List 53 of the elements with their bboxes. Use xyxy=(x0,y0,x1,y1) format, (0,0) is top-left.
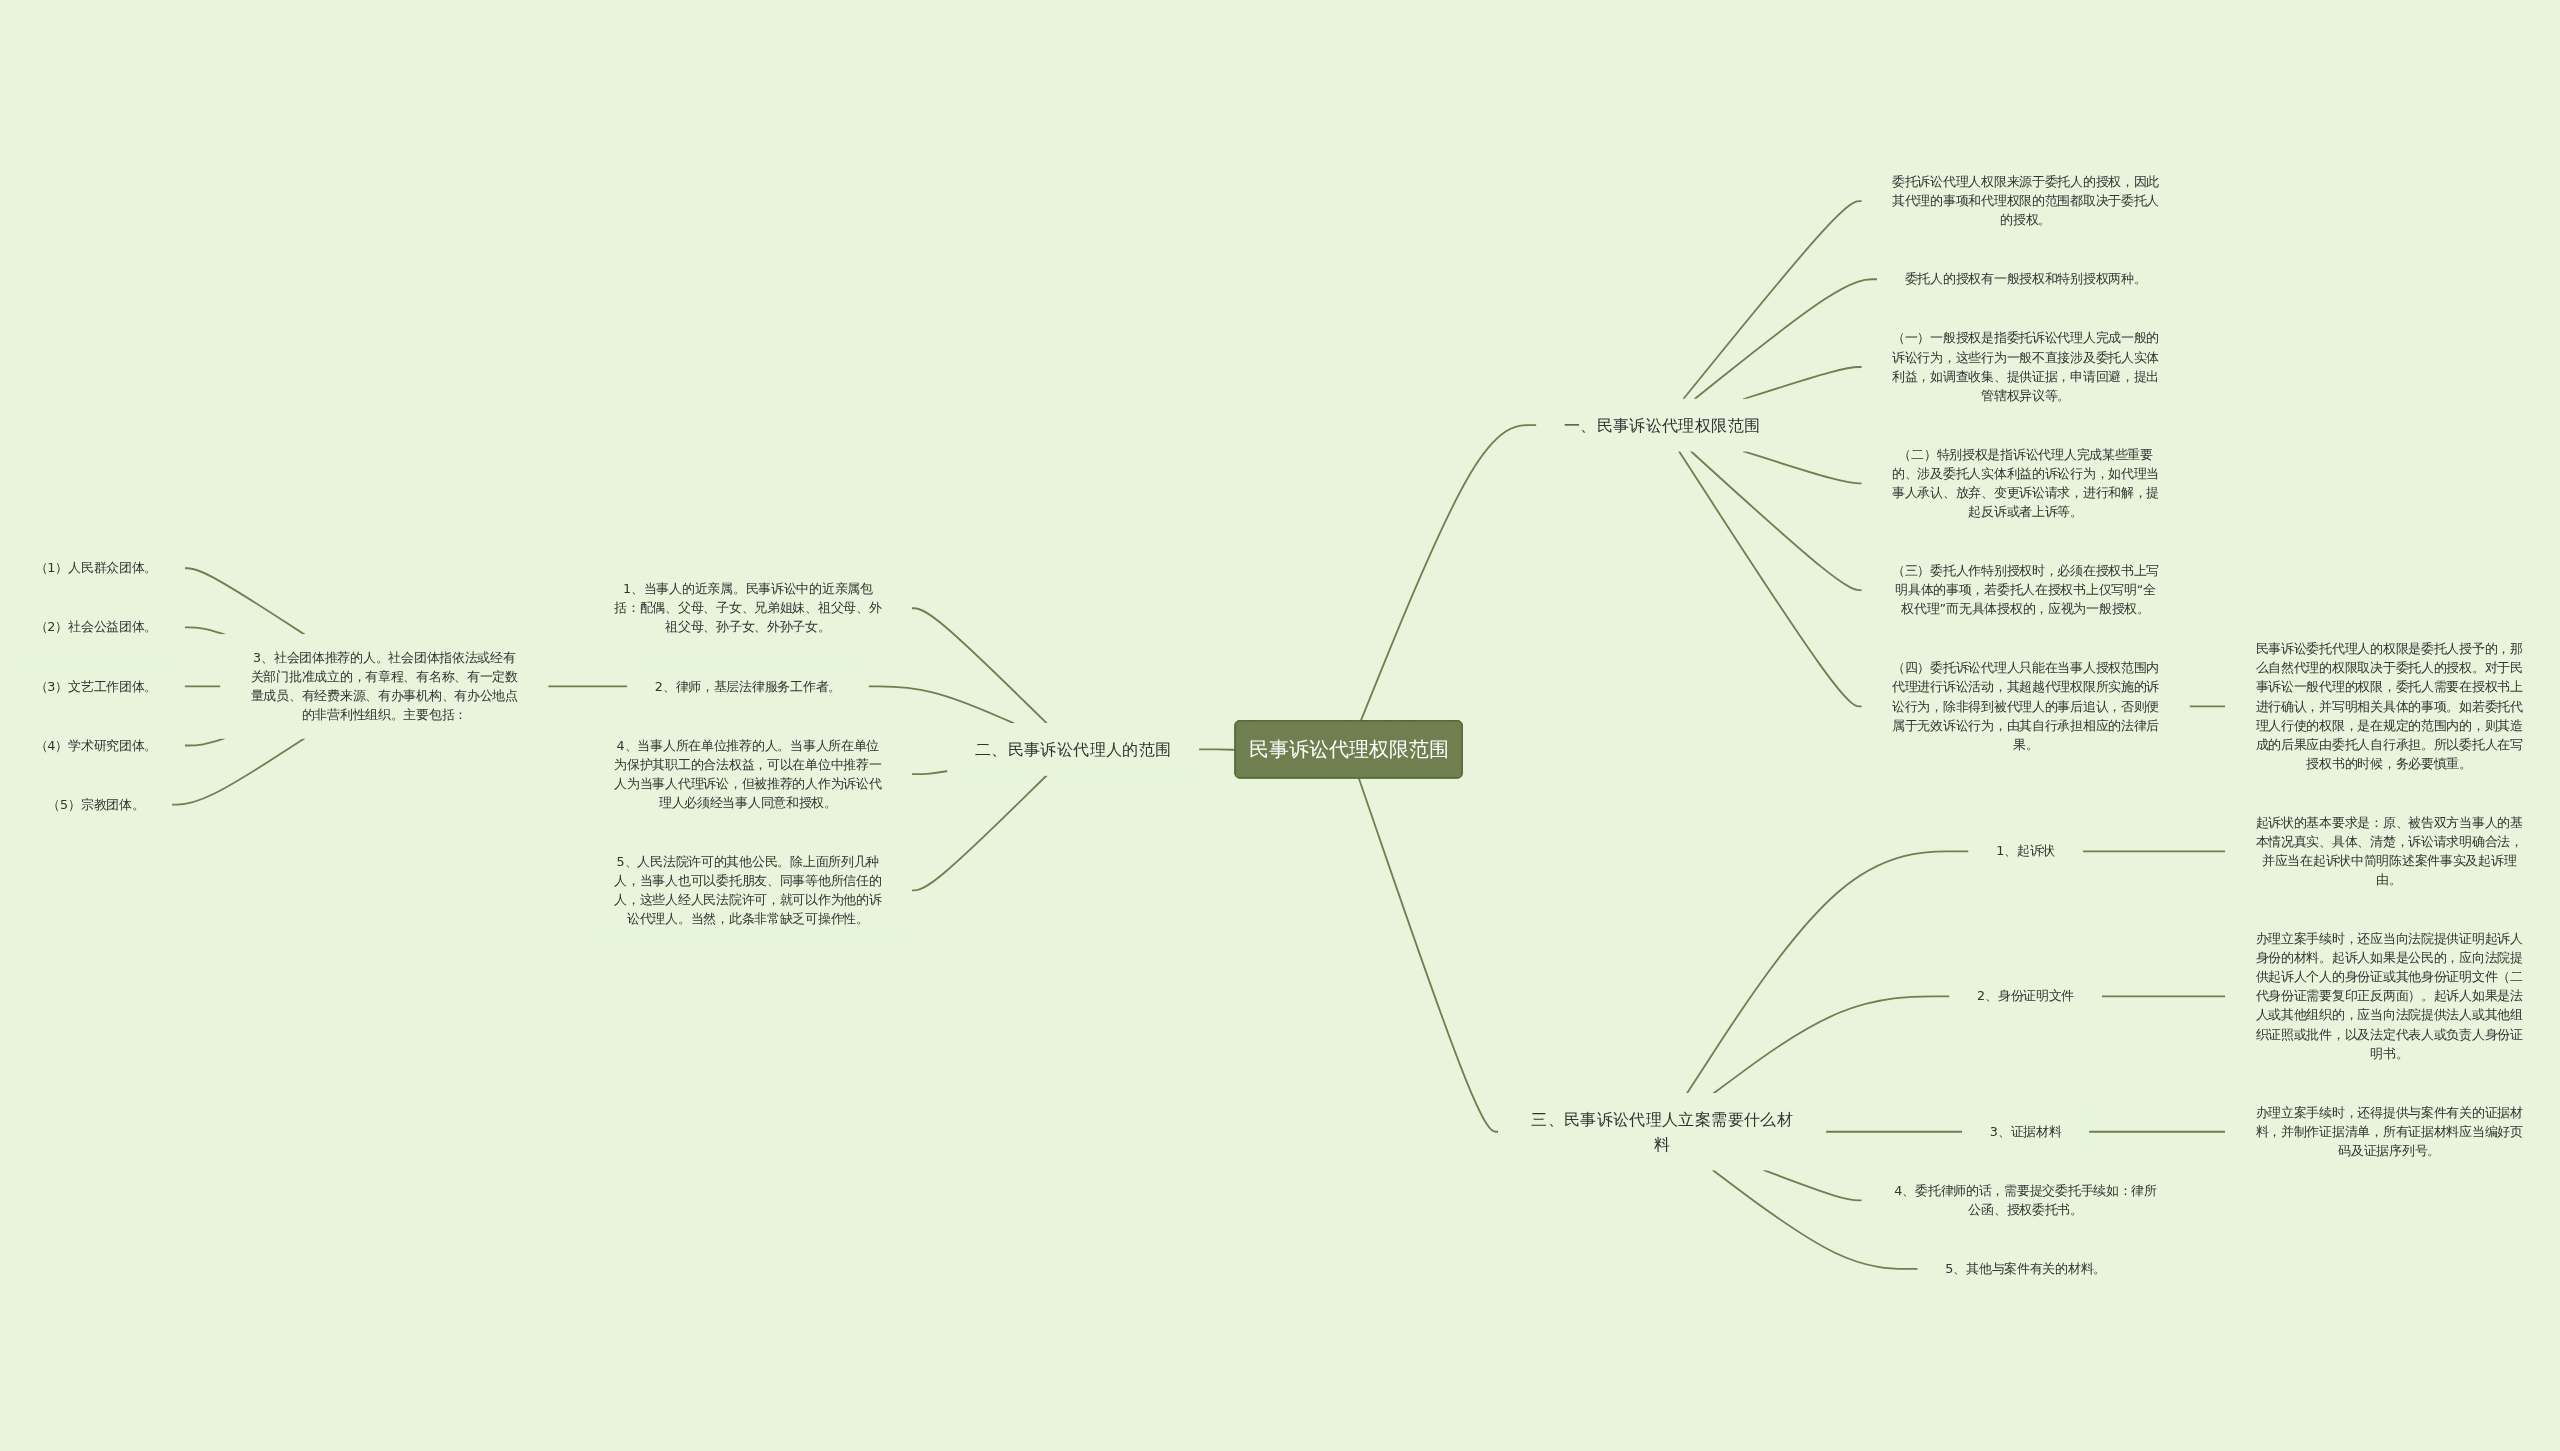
connector xyxy=(867,685,1016,725)
node-text: （四）委托诉讼代理人只能在当事人授权范围内代理进行诉讼活动，其超越代理权限所实施的诉讼行为，除非得到被代理人的事后追认，否则便属于无效诉讼行为，由其自行承担相应的法律后果。 xyxy=(1892,660,2160,752)
connector xyxy=(1693,278,1879,401)
connector xyxy=(1689,450,1863,591)
connector xyxy=(183,567,306,636)
connector xyxy=(910,774,1048,892)
connector xyxy=(183,685,222,688)
node-text: 民事诉讼委托代理人的权限是委托人授予的，那么自然代理的权限取决于委托人的授权。对于民事诉讼一般代理的权限，委托人需要在授权书上进行确认，并写明相关具体的事项。如若委托代理人行使的权限，是在规定的范围内的，则其造成的后果应由委托人自行承担。所以委托人在写授权书的时候，务必要慎重。 xyxy=(2255,641,2523,771)
connector xyxy=(2087,1130,2227,1133)
node-text: 起诉状的基本要求是：原、被告双方当事人的基本情况真实、具体、清楚，诉讼请求明确合法，并应当在起诉状中简明陈述案件事实及起诉理由。 xyxy=(2255,815,2523,887)
node-text: 1、当事人的近亲属。民事诉讼中的近亲属包括：配偶、父母、子女、兄弟姐妹、祖父母、外祖父母、孙子女、外孙子女。 xyxy=(614,581,882,635)
node-text: 3、社会团体推荐的人。社会团体指依法或经有关部门批准成立的，有章程、有名称、有一定数量成员、有经费来源、有办事机构、有办公地点的非营利性组织。主要包括： xyxy=(250,650,518,722)
node-text: 三、民事诉讼代理人立案需要什么材料 xyxy=(1531,1109,1793,1154)
connector xyxy=(170,737,306,806)
node-text: 委托人的授权有一般授权和特别授权两种。 xyxy=(1904,271,2147,287)
connector xyxy=(2100,995,2227,998)
connector xyxy=(183,737,226,747)
node-text: 2、律师，基层法律服务工作者。 xyxy=(654,678,841,694)
node-text: 办理立案手续时，还应当向法院提供证明起诉人身份的材料。起诉人如果是公民的，应向法院提供起诉人个人的身份证或其他身份证明文件（二代身份证需要复印正反两面）。起诉人如果是法人或其他组织的，应当向法院提供法人或其他组织证照或批件，以及法定代表人或负责人身份证明书。 xyxy=(2255,931,2523,1061)
node-text: （一）一般授权是指委托诉讼代理人完成一般的诉讼行为，这些行为一般不直接涉及委托人实体利益，如调查收集、提供证据，申请回避，提出管辖权异议等。 xyxy=(1892,330,2160,403)
node-text: 二、民事诉讼代理人的范围 xyxy=(975,739,1172,759)
connector xyxy=(1682,200,1863,401)
node-text: 5、人民法院许可的其他公民。除上面所列几种人，当事人也可以委托朋友、同事等他所信任的人，这些人经人民法院许可，就可以作为他的诉讼代理人。当然，此条非常缺乏可操作性。 xyxy=(614,854,882,926)
connector xyxy=(1742,366,1863,401)
connector xyxy=(183,626,226,636)
node-text: 5、其他与案件有关的材料。 xyxy=(1945,1261,2107,1276)
node-text: （1）人民群众团体。 xyxy=(34,560,158,576)
node-text: 一、民事诉讼代理权限范围 xyxy=(1563,415,1761,435)
node-text: （二）特别授权是指诉讼代理人完成某些重要的、涉及委托人实体利益的诉讼行为，如代理当事人承认、放弃、变更诉讼请求，进行和解，提起反诉或者上诉等。 xyxy=(1892,446,2160,519)
node-text: （5）宗教团体。 xyxy=(47,796,145,812)
connector xyxy=(1824,1130,1964,1133)
connector xyxy=(1762,1169,1863,1202)
node-text: 4、委托律师的话，需要提交委托手续如：律所公函、授权委托书。 xyxy=(1894,1183,2157,1217)
connector xyxy=(1685,850,1970,1095)
connector xyxy=(910,770,949,776)
connector xyxy=(2188,705,2227,708)
connector xyxy=(1711,1169,1919,1270)
connector xyxy=(1358,777,1500,1133)
node-text: 委托诉讼代理人权限来源于委托人的授权，因此其代理的事项和代理权限的范围都取决于委托人的授权。 xyxy=(1892,174,2160,228)
node-text: 1、起诉状 xyxy=(1996,843,2056,859)
node-text: （4）学术研究团体。 xyxy=(34,737,158,753)
node-text: 办理立案手续时，还得提供与案件有关的证据材料，并制作证据清单，所有证据材料应当编好页码及证据序列号。 xyxy=(2255,1104,2523,1158)
node-text: （2）社会公益团体。 xyxy=(34,619,158,635)
node-text: 2、身份证明文件 xyxy=(1977,988,2075,1004)
connector xyxy=(547,685,629,688)
node-text: （三）委托人作特别授权时，必须在授权书上写明具体的事项，若委托人在授权书上仅写明“全权代理”而无具体授权的，应视为一般授权。 xyxy=(1892,563,2160,616)
connector xyxy=(910,607,1048,725)
connector xyxy=(1677,450,1863,708)
node-text: （3）文艺工作团体。 xyxy=(34,678,158,694)
node-text: 4、当事人所在单位推荐的人。当事人所在单位为保护其职工的合法权益，可以在单位中推荐一人为当事人代理诉讼，但被推荐的人作为诉讼代理人必须经当事人同意和授权。 xyxy=(614,737,882,810)
node-text: 3、证据材料 xyxy=(1989,1124,2062,1139)
connector xyxy=(2081,850,2227,853)
connector xyxy=(1712,995,1951,1095)
